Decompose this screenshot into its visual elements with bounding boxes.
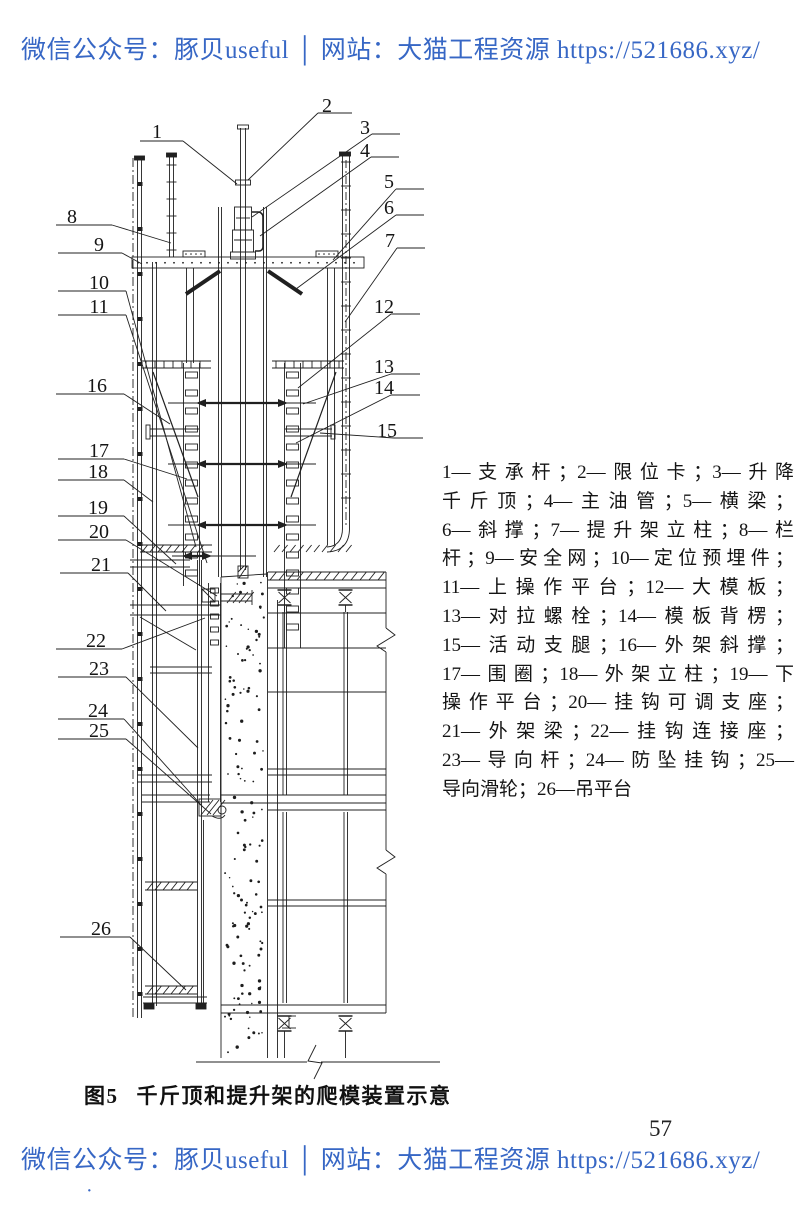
concrete-stipple <box>224 581 265 1054</box>
watermark-header: 微信公众号：豚贝useful │ 网站：大猫工程资源 https://52168… <box>21 37 761 64</box>
callout-number: 6 <box>384 197 394 219</box>
callout-number: 20 <box>89 521 109 543</box>
legend-line: 17—围圈；18—外架立柱；19—下 <box>442 663 794 685</box>
callout-number: 23 <box>89 658 109 680</box>
legend-line: 千斤顶；4—主油管；5—横梁； <box>442 490 794 512</box>
legend-line: 1—支承杆；2—限位卡；3—升降 <box>442 462 794 483</box>
legend-line: 杆；9—安全网；10—定位预埋件； <box>442 548 794 570</box>
callout-number: 15 <box>377 420 397 442</box>
callout-number: 9 <box>94 234 104 256</box>
legend-line: 21—外架梁；22—挂钩连接座； <box>442 721 794 743</box>
legend-line: 6—斜撑；7—提升架立柱；8—栏 <box>442 519 794 541</box>
callout-number: 12 <box>374 296 394 318</box>
callout-number: 13 <box>374 356 394 378</box>
callout-number: 25 <box>89 720 109 742</box>
figure-legend: 1—支承杆；2—限位卡；3—升降千斤顶；4—主油管；5—横梁； 6—斜撑；7—提升… <box>442 459 794 805</box>
callout-number: 17 <box>89 440 109 462</box>
callout-number: 14 <box>374 377 394 399</box>
callout-number: 5 <box>384 171 394 193</box>
callout-number: 21 <box>91 554 111 576</box>
callout-number: 18 <box>88 461 108 483</box>
callout-number: 4 <box>360 140 370 162</box>
watermark-footer: 微信公众号：豚贝useful │ 网站：大猫工程资源 https://52168… <box>21 1147 761 1174</box>
callout-number: 8 <box>67 206 77 228</box>
figure5-diagram: 1234567891011121314151617181920212223242… <box>56 95 440 1080</box>
legend-line: 11—上操作平台；12—大模板； <box>442 577 794 599</box>
callout-number: 2 <box>322 95 332 117</box>
figure-caption: 图5 千斤顶和提升架的爬模装置示意 <box>84 1080 452 1110</box>
callout-number: 26 <box>91 918 111 940</box>
callout-number: 1 <box>152 121 162 143</box>
legend-line: 13—对拉螺栓；14—模板背楞； <box>442 605 794 627</box>
callout-number: 11 <box>89 296 108 318</box>
callout-number: 24 <box>88 700 108 722</box>
callout-number: 19 <box>88 497 108 519</box>
figure-caption-title: 千斤顶和提升架的爬模装置示意 <box>136 1084 452 1108</box>
callout-number: 22 <box>86 630 106 652</box>
callout-number: 3 <box>360 117 370 139</box>
figure-caption-label: 图5 <box>84 1084 119 1108</box>
callout-number: 10 <box>89 272 109 294</box>
callout-number: 16 <box>87 375 107 397</box>
callout-number: 7 <box>385 230 395 252</box>
page-number: 57 <box>649 1116 672 1141</box>
stray-mark: · <box>86 1180 94 1202</box>
legend-line: 23—导向杆；24—防坠挂钩；25— <box>442 749 794 771</box>
legend-line: 导向滑轮；26—吊平台 <box>442 778 633 800</box>
legend-line: 操作平台；20—挂钩可调支座； <box>442 692 794 714</box>
legend-line: 15—活动支腿；16—外架斜撑； <box>442 634 794 656</box>
